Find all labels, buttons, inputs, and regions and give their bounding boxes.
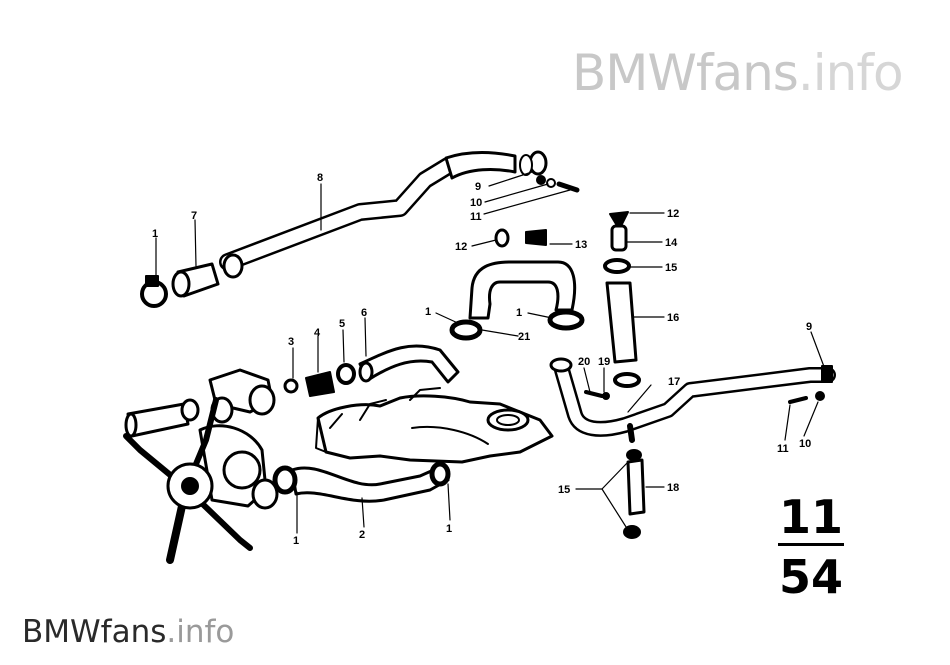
label-7: 7 xyxy=(191,210,197,222)
label-21: 21 xyxy=(518,331,530,343)
valve-14 xyxy=(610,224,628,252)
part-4 xyxy=(305,371,335,397)
clamp-16-bottom xyxy=(613,372,641,388)
label-14: 14 xyxy=(665,237,678,249)
water-pump-fan xyxy=(123,368,279,564)
washer-3 xyxy=(283,378,299,394)
bolt-11-right xyxy=(788,396,808,404)
hose-2 xyxy=(290,466,450,503)
label-12-b: 12 xyxy=(667,208,679,220)
label-4: 4 xyxy=(314,327,321,339)
nut-9-top xyxy=(536,175,546,185)
cap-12-right xyxy=(609,211,629,225)
label-5: 5 xyxy=(339,318,345,330)
label-3: 3 xyxy=(288,336,294,348)
label-15-b: 15 xyxy=(558,484,570,496)
label-17: 17 xyxy=(668,376,680,388)
label-9-b: 9 xyxy=(806,321,812,333)
pipe-17 xyxy=(549,357,836,443)
watermark-top-suffix: .info xyxy=(797,44,904,102)
clamp-1-top xyxy=(140,275,168,308)
part-labels: 8 7 1 9 10 11 12 13 12 14 15 16 1 21 1 3… xyxy=(152,172,812,547)
pipe-8 xyxy=(219,150,548,279)
label-10-a: 10 xyxy=(470,197,482,209)
label-1-a: 1 xyxy=(152,228,158,240)
clamp-1-lower-left xyxy=(272,465,298,495)
hose-6 xyxy=(358,344,460,384)
label-1-e: 1 xyxy=(446,523,452,535)
watermark-bottom[interactable]: BMWfans.info xyxy=(22,614,234,650)
clamp-1-lower-right xyxy=(429,461,451,487)
washer-10-right xyxy=(815,391,825,401)
hose-18 xyxy=(626,458,646,516)
clamp-5 xyxy=(336,363,356,385)
clamp-1-21b xyxy=(547,309,585,331)
label-16: 16 xyxy=(667,312,679,324)
watermark-bottom-suffix: .info xyxy=(166,614,235,650)
label-18: 18 xyxy=(667,482,679,494)
hose-21 xyxy=(468,260,577,320)
label-15-a: 15 xyxy=(665,262,677,274)
watermark-bottom-brand: BMWfans xyxy=(22,614,167,650)
clamp-15-upper xyxy=(626,449,642,461)
label-11-a: 11 xyxy=(470,211,482,223)
label-20: 20 xyxy=(578,356,590,368)
label-10-b: 10 xyxy=(799,438,811,450)
label-6: 6 xyxy=(361,307,367,319)
watermark-top-brand: BMWfans xyxy=(572,44,799,102)
grommet-12-mid xyxy=(494,228,510,248)
fitting-19-20 xyxy=(584,390,604,398)
label-19: 19 xyxy=(598,356,610,368)
label-1-b: 1 xyxy=(425,306,431,318)
hose-7 xyxy=(171,262,220,298)
manifold xyxy=(315,387,554,464)
leader-lines xyxy=(155,171,827,534)
label-1-c: 1 xyxy=(516,307,522,319)
bolt-11-top xyxy=(556,181,580,193)
clamp-1-21a xyxy=(449,319,483,341)
clamp-15-top xyxy=(603,258,631,274)
label-13: 13 xyxy=(575,239,587,251)
washer-10-top xyxy=(546,178,556,188)
label-8: 8 xyxy=(317,172,323,184)
label-9-a: 9 xyxy=(475,181,481,193)
group-code-main: 11 xyxy=(778,490,843,544)
group-code-sub: 54 xyxy=(778,550,843,604)
label-11-b: 11 xyxy=(777,443,789,455)
nut-19 xyxy=(602,392,610,400)
label-12-a: 12 xyxy=(455,241,467,253)
hose-16 xyxy=(605,281,638,364)
group-code-divider xyxy=(778,543,844,546)
watermark-top: BMWfans.info xyxy=(572,44,904,102)
grommet-13 xyxy=(525,229,547,246)
label-1-d: 1 xyxy=(293,535,299,547)
label-2: 2 xyxy=(359,529,365,541)
